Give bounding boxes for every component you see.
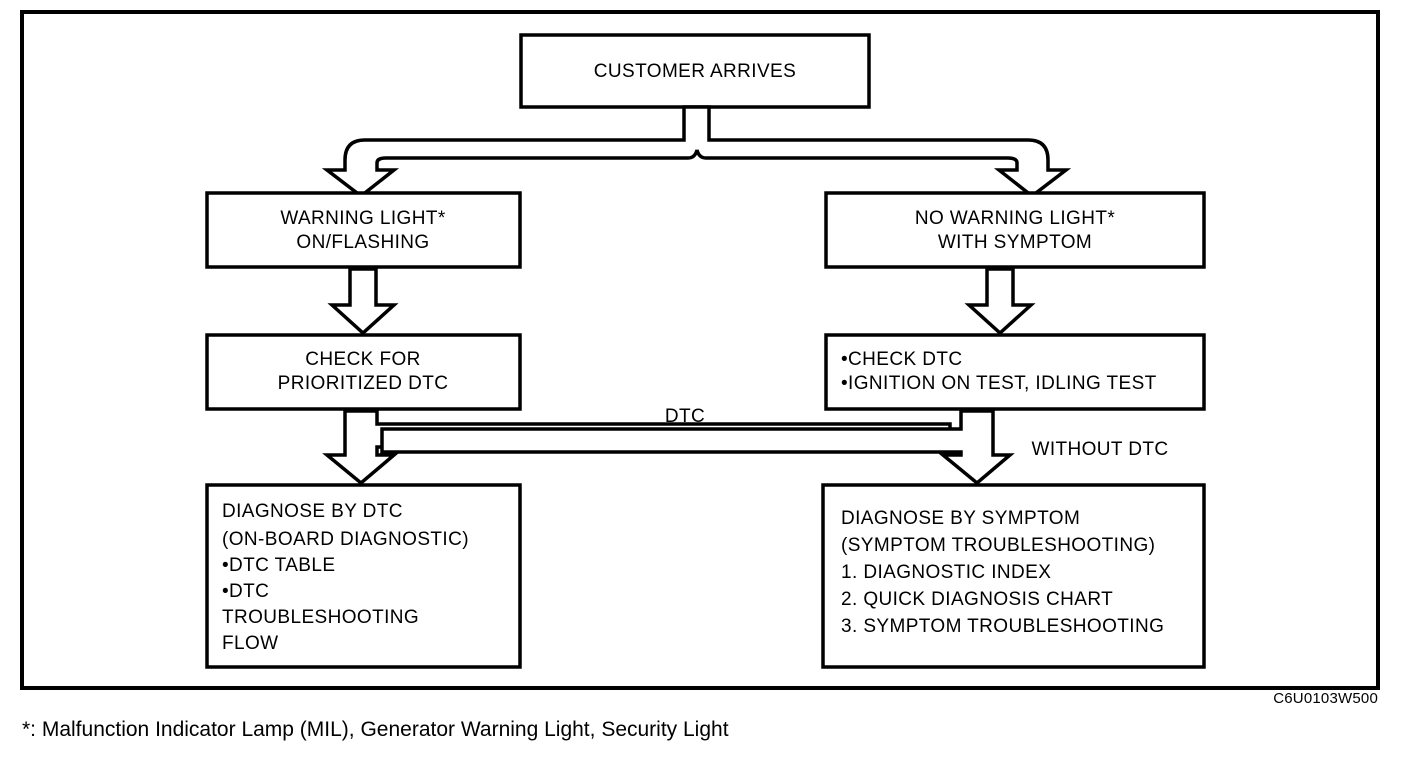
figure-code-label: C6U0103W500	[1273, 690, 1378, 707]
arrow-warning-to-check-prioritized	[327, 267, 399, 336]
node-diagnose-by-symptom-line-2: 1. DIAGNOSTIC INDEX	[841, 562, 1051, 583]
arrow-right-down-with-dtc-path	[380, 409, 1015, 486]
node-no-warning-light-line-1: WITH SYMPTOM	[938, 232, 1092, 253]
edge-label-without-dtc: WITHOUT DTC	[1031, 439, 1168, 460]
node-diagnose-by-symptom-line-4: 3. SYMPTOM TROUBLESHOOTING	[841, 616, 1164, 637]
node-check-prioritized-dtc	[205, 333, 522, 411]
node-check-dtc-tests	[824, 333, 1206, 411]
node-diagnose-by-dtc-line-2: •DTC TABLE	[222, 555, 335, 576]
node-diagnose-by-symptom-line-1: (SYMPTOM TROUBLESHOOTING)	[841, 535, 1155, 556]
node-diagnose-by-dtc-line-5: FLOW	[222, 633, 279, 654]
node-customer-arrives-line-0: CUSTOMER ARRIVES	[594, 61, 796, 82]
node-warning-light-on	[205, 191, 522, 269]
node-check-dtc-tests-line-1: •IGNITION ON TEST, IDLING TEST	[841, 373, 1157, 394]
edge-label-dtc: DTC	[665, 406, 705, 427]
split-arrow-customer-to-branches	[321, 105, 1072, 199]
node-no-warning-light-line-0: NO WARNING LIGHT*	[915, 208, 1116, 229]
node-diagnose-by-dtc-line-1: (ON-BOARD DIAGNOSTIC)	[222, 529, 469, 550]
node-diagnose-by-symptom	[821, 483, 1206, 669]
arrow-no-warning-to-check-dtc	[964, 267, 1036, 336]
node-warning-light-on-line-1: ON/FLASHING	[296, 232, 429, 253]
node-diagnose-by-dtc-line-4: TROUBLESHOOTING	[222, 607, 419, 628]
node-warning-light-on-line-0: WARNING LIGHT*	[280, 208, 446, 229]
node-diagnose-by-symptom-line-0: DIAGNOSE BY SYMPTOM	[841, 508, 1080, 529]
node-check-prioritized-dtc-line-0: CHECK FOR	[305, 349, 421, 370]
node-check-prioritized-dtc-line-1: PRIORITIZED DTC	[278, 373, 449, 394]
node-diagnose-by-dtc	[205, 483, 522, 669]
figure-footnote: *: Malfunction Indicator Lamp (MIL), Gen…	[22, 718, 729, 741]
figure-frame	[20, 10, 1380, 690]
node-no-warning-light	[824, 191, 1206, 269]
node-diagnose-by-dtc-line-3: •DTC	[222, 581, 269, 602]
node-check-dtc-tests-line-0: •CHECK DTC	[841, 349, 963, 370]
node-diagnose-by-dtc-line-0: DIAGNOSE BY DTC	[222, 501, 403, 522]
node-diagnose-by-symptom-line-3: 2. QUICK DIAGNOSIS CHART	[841, 589, 1113, 610]
